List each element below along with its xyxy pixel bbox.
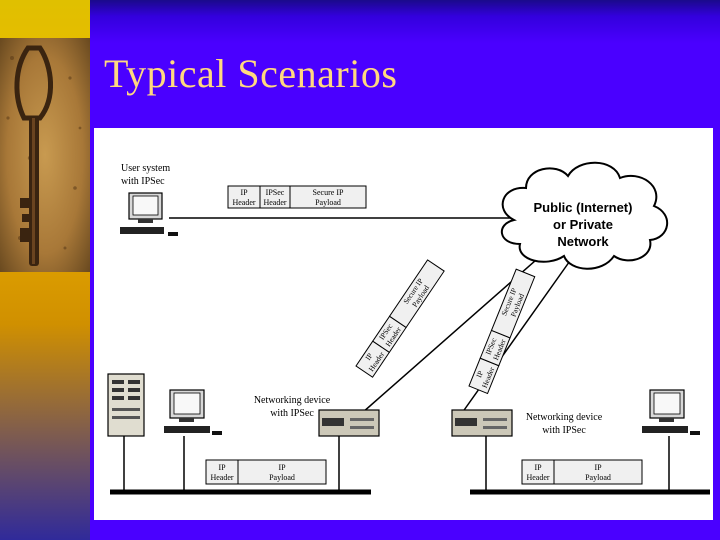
top-packet-ipsec-sub: Header <box>263 198 286 207</box>
diagonal-ipsec-packet-left: IP Header IPSec Header Secure IP Payload <box>355 259 445 378</box>
br-packet-payload-sub: Payload <box>585 473 611 482</box>
user-system-label-line1: User system <box>121 163 170 174</box>
br-packet-ip-sub: Header <box>526 473 549 482</box>
ipsec-scenarios-diagram: Public (Internet) or Private Network Use… <box>107 161 710 495</box>
user-computer-icon <box>120 192 178 236</box>
user-system-label-line2: with IPSec <box>121 176 165 187</box>
diag-right-ip-label: IP <box>474 369 485 379</box>
left-lan-computer-icon <box>164 389 222 435</box>
cloud-label-line1: Public (Internet) <box>534 200 633 215</box>
bl-packet-payload-label: IP <box>278 463 286 472</box>
cloud-label-line2: or Private <box>553 217 613 232</box>
bottom-right-ip-packet: IP Header IP Payload <box>521 459 643 485</box>
br-packet-ip-label: IP <box>534 463 542 472</box>
bl-packet-ip-sub: Header <box>210 473 233 482</box>
network-cloud-icon <box>501 161 669 270</box>
diagonal-ipsec-packet-right: IP Header IPSec Header Secure IP Payload <box>468 268 536 395</box>
right-networking-device-icon <box>451 409 513 437</box>
right-device-label-line1: Networking device <box>526 412 603 423</box>
slide-title: Typical Scenarios <box>104 51 398 96</box>
diagram-panel: Public (Internet) or Private Network Use… <box>94 128 713 520</box>
br-packet-payload-label: IP <box>594 463 602 472</box>
bottom-left-ip-packet: IP Header IP Payload <box>205 459 327 485</box>
top-ipsec-packet: IP Header IPSec Header Secure IP Payload <box>227 185 367 209</box>
top-packet-ipsec-label: IPSec <box>266 188 285 197</box>
bl-packet-ip-label: IP <box>218 463 226 472</box>
diag-left-ip-label: IP <box>363 351 374 362</box>
top-packet-ip-label: IP <box>240 188 248 197</box>
bl-packet-payload-sub: Payload <box>269 473 295 482</box>
left-device-label-line1: Networking device <box>254 395 331 406</box>
key-photo-icon <box>0 38 90 272</box>
right-device-label-line2: with IPSec <box>542 425 586 436</box>
left-device-label-line2: with IPSec <box>270 408 314 419</box>
top-packet-ip-sub: Header <box>232 198 255 207</box>
cloud-label-line3: Network <box>557 234 609 249</box>
top-packet-payload-label: Secure IP <box>313 188 344 197</box>
left-networking-device-icon <box>318 409 380 437</box>
server-tower-icon <box>107 373 145 437</box>
right-lan-computer-icon <box>642 389 700 435</box>
top-packet-payload-sub: Payload <box>315 198 341 207</box>
